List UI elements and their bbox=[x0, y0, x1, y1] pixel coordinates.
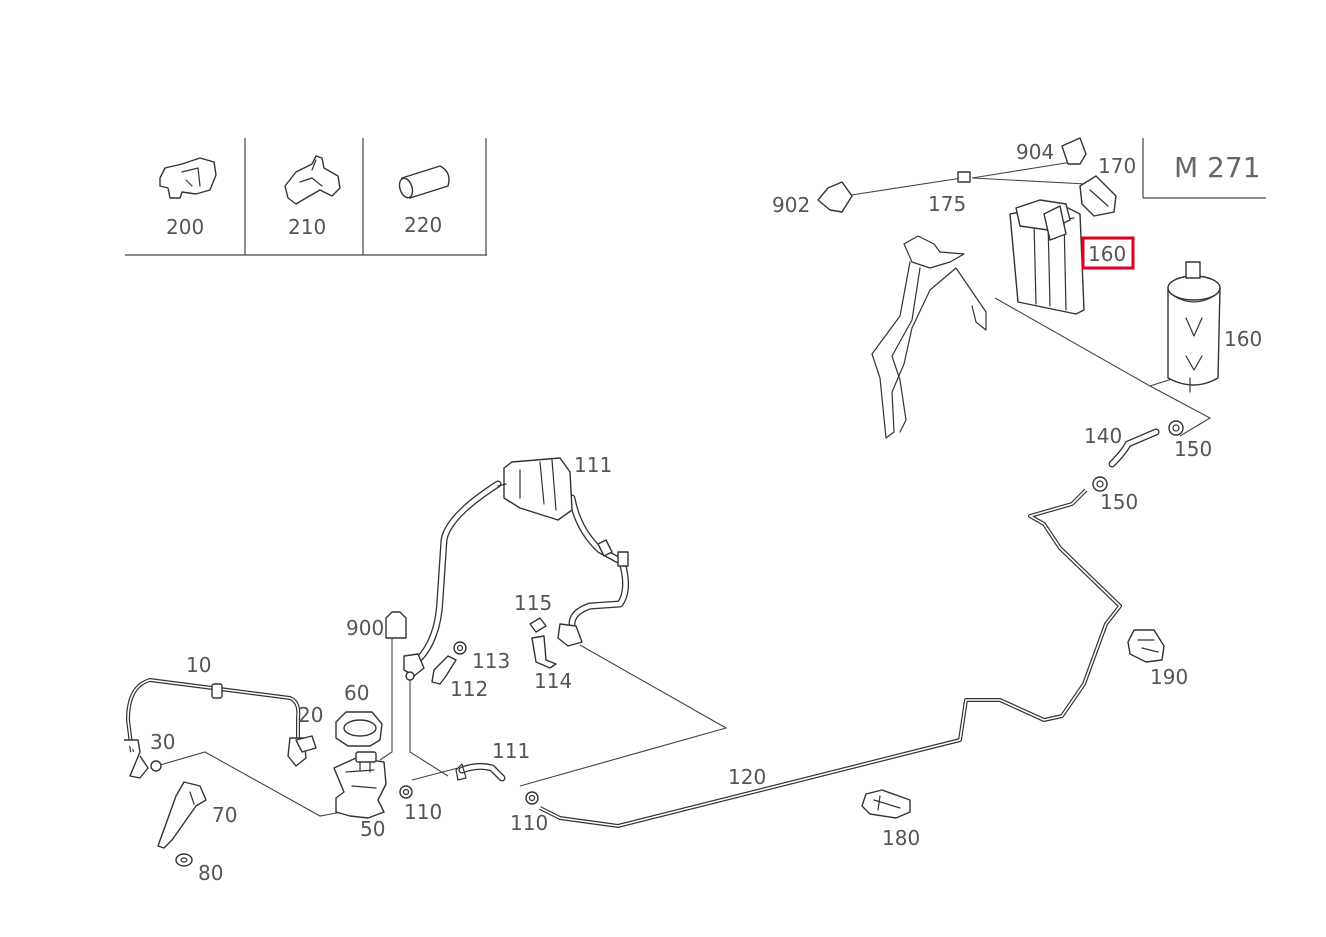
valve-170[interactable] bbox=[1079, 175, 1117, 217]
sleeve-220-icon[interactable] bbox=[397, 165, 450, 199]
canister-160-b[interactable] bbox=[1167, 261, 1221, 393]
callout-150-b[interactable]: 150 bbox=[1100, 490, 1138, 514]
cap-904[interactable] bbox=[1061, 137, 1087, 165]
callout-50[interactable]: 50 bbox=[360, 817, 385, 841]
legend-table bbox=[125, 138, 487, 256]
model-label: M 271 bbox=[1174, 151, 1261, 184]
clip-110-b[interactable] bbox=[525, 791, 539, 805]
pipe-120[interactable] bbox=[539, 488, 1122, 828]
callout-160-b[interactable]: 160 bbox=[1224, 327, 1262, 351]
clip-115[interactable] bbox=[529, 617, 583, 647]
hose-111-lower[interactable] bbox=[455, 762, 506, 782]
callout-902[interactable]: 902 bbox=[772, 193, 810, 217]
callout-80[interactable]: 80 bbox=[198, 861, 223, 885]
connector-175[interactable] bbox=[957, 171, 971, 183]
valve-50[interactable] bbox=[333, 751, 387, 819]
canister-160-a[interactable] bbox=[1009, 199, 1085, 315]
model-box bbox=[1142, 138, 1266, 199]
valve-111[interactable] bbox=[497, 457, 573, 521]
callout-175[interactable]: 175 bbox=[928, 192, 966, 216]
bracket-70[interactable] bbox=[157, 781, 207, 849]
clip-20-icon[interactable] bbox=[295, 735, 317, 753]
callout-160-a[interactable]: 160 bbox=[1088, 242, 1126, 266]
fitting-114[interactable] bbox=[531, 635, 557, 669]
connector-900[interactable] bbox=[385, 611, 407, 639]
hose-140[interactable] bbox=[1108, 428, 1160, 468]
fitting-113[interactable] bbox=[453, 641, 467, 655]
clip-110-a[interactable] bbox=[399, 653, 425, 799]
clip-210-icon[interactable] bbox=[284, 155, 341, 205]
callout-110-b[interactable]: 110 bbox=[510, 811, 548, 835]
callout-140[interactable]: 140 bbox=[1084, 424, 1122, 448]
callout-70[interactable]: 70 bbox=[212, 803, 237, 827]
clip-200-icon[interactable] bbox=[159, 157, 217, 199]
callout-120[interactable]: 120 bbox=[728, 765, 766, 789]
hose-111-upper[interactable] bbox=[414, 480, 629, 664]
connector-902[interactable] bbox=[817, 181, 853, 213]
callout-904[interactable]: 904 bbox=[1016, 140, 1054, 164]
callout-114[interactable]: 114 bbox=[534, 669, 572, 693]
callout-190[interactable]: 190 bbox=[1150, 665, 1188, 689]
damper-180[interactable] bbox=[861, 789, 911, 819]
callout-115[interactable]: 115 bbox=[514, 591, 552, 615]
callout-111-a[interactable]: 111 bbox=[574, 453, 612, 477]
fitting-112[interactable] bbox=[431, 655, 457, 685]
clamp-150-a[interactable] bbox=[1168, 420, 1184, 436]
callout-110-a[interactable]: 110 bbox=[404, 800, 442, 824]
callout-113[interactable]: 113 bbox=[472, 649, 510, 673]
callout-30[interactable]: 30 bbox=[150, 730, 175, 754]
callout-60[interactable]: 60 bbox=[344, 681, 369, 705]
bracket-190[interactable] bbox=[1127, 629, 1165, 663]
callout-180[interactable]: 180 bbox=[882, 826, 920, 850]
callout-900[interactable]: 900 bbox=[346, 616, 384, 640]
callout-labels: 10 20 30 50 60 70 80 110 110 111 111 112… bbox=[150, 140, 1262, 885]
clip-30-icon[interactable] bbox=[150, 760, 162, 772]
callout-150-a[interactable]: 150 bbox=[1174, 437, 1212, 461]
clamp-150-b[interactable] bbox=[1092, 476, 1108, 492]
clamp-60[interactable] bbox=[335, 711, 383, 747]
callout-170[interactable]: 170 bbox=[1098, 154, 1136, 178]
callout-10[interactable]: 10 bbox=[186, 653, 211, 677]
selected-part-highlight bbox=[1081, 236, 1135, 270]
grommet-80[interactable] bbox=[175, 853, 193, 867]
callout-20[interactable]: 20 bbox=[298, 703, 323, 727]
callout-112[interactable]: 112 bbox=[450, 677, 488, 701]
filler-neck bbox=[871, 235, 987, 439]
legend-label-200[interactable]: 200 bbox=[166, 215, 204, 239]
legend-label-210[interactable]: 210 bbox=[288, 215, 326, 239]
legend-label-220[interactable]: 220 bbox=[404, 213, 442, 237]
callout-111-b[interactable]: 111 bbox=[492, 739, 530, 763]
